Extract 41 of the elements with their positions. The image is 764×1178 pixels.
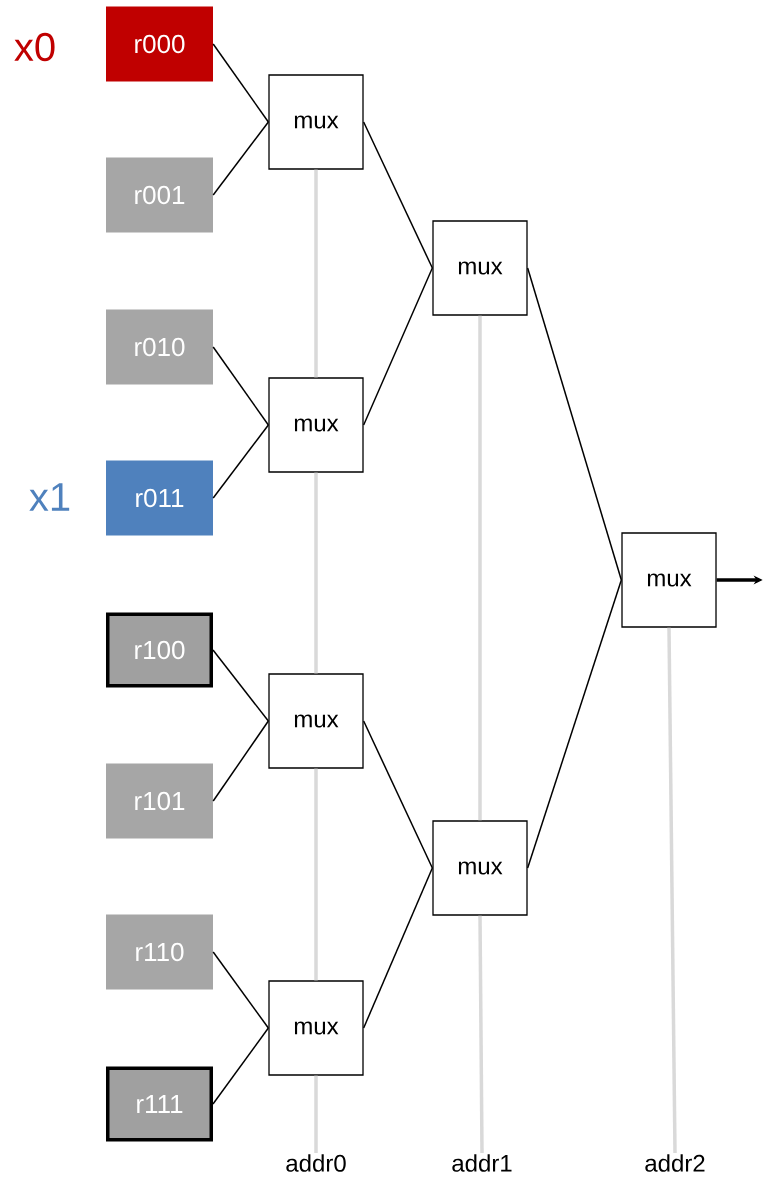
select-line [478, 915, 484, 1153]
register-box: r110 [106, 914, 213, 990]
mux-box: mux [621, 532, 717, 628]
select-line [314, 1075, 318, 1153]
register-box: r111 [106, 1066, 213, 1142]
side-label: x0 [14, 32, 55, 62]
select-line [478, 315, 482, 821]
register-box: r001 [106, 157, 213, 233]
wire [212, 649, 270, 722]
select-line [314, 472, 318, 674]
mux-box: mux [268, 377, 364, 473]
wire [212, 1027, 270, 1105]
wire [212, 424, 270, 499]
wire [212, 951, 270, 1029]
mux-box: mux [268, 673, 364, 769]
wire [212, 346, 270, 426]
wire [212, 720, 270, 802]
wire [526, 579, 623, 869]
mux-box: mux [268, 74, 364, 170]
wire [526, 267, 623, 581]
address-label: addr2 [645, 1154, 705, 1172]
mux-box: mux [432, 820, 528, 916]
address-label: addr1 [452, 1154, 512, 1172]
side-label: x1 [29, 483, 70, 511]
select-line [314, 169, 318, 378]
wire [212, 43, 270, 123]
wire [362, 121, 434, 269]
wire [362, 267, 434, 426]
select-line [667, 627, 677, 1154]
register-box: r101 [106, 763, 213, 839]
mux-box: mux [432, 220, 528, 316]
mux-box: mux [268, 980, 364, 1076]
wire [212, 121, 270, 196]
register-box: r100 [106, 612, 213, 688]
register-box: r011 [106, 460, 213, 536]
register-box: r000 [106, 6, 213, 82]
address-label: addr0 [286, 1154, 346, 1172]
select-line [314, 768, 318, 981]
register-box: r010 [106, 309, 213, 385]
wire [362, 867, 434, 1029]
wire [362, 720, 434, 869]
